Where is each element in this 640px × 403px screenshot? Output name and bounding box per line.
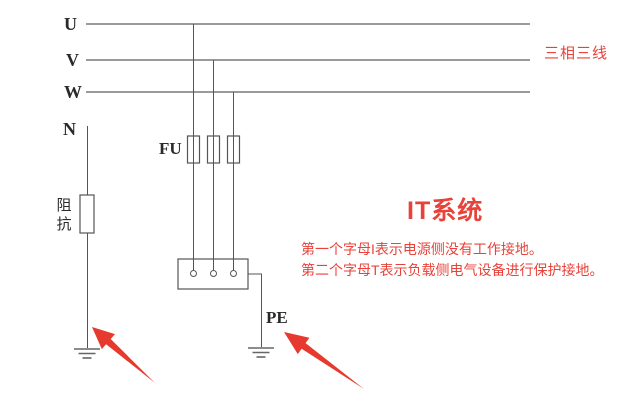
phase-v-label: V [66, 50, 79, 70]
load-box-outline [177, 258, 249, 290]
three-phase-note: 三相三线 [544, 45, 609, 62]
pe-label: PE [266, 308, 288, 327]
phase-bus-lines [86, 23, 530, 93]
branch-conductors [87, 24, 262, 348]
arrow-to-left-ground [92, 327, 155, 383]
explanation-line-1: 第一个字母I表示电源侧没有工作接地。 [301, 241, 543, 257]
load-box [177, 258, 249, 290]
impedance-symbol [79, 194, 95, 234]
earth-symbol-right [248, 347, 274, 358]
system-title: IT系统 [407, 197, 484, 225]
terminal-w [230, 270, 237, 277]
terminal-u [190, 270, 197, 277]
neutral-label: N [63, 119, 76, 139]
pe-conductor [248, 273, 262, 347]
impedance-label: 阻抗 [56, 198, 72, 233]
callout-arrows [92, 327, 364, 389]
earth-symbol-left [74, 348, 100, 359]
terminal-v [210, 270, 217, 277]
explanation-line-2: 第二个字母T表示负载侧电气设备进行保护接地。 [301, 262, 604, 278]
fuse-v [206, 135, 221, 164]
fuse-group-label: FU [159, 139, 182, 158]
fuse-symbols [186, 135, 241, 164]
arrow-to-pe-ground [284, 332, 364, 389]
fuse-u [186, 135, 201, 164]
phase-w-label: W [64, 82, 82, 102]
phase-u-label: U [64, 14, 77, 34]
fuse-w [226, 135, 241, 164]
